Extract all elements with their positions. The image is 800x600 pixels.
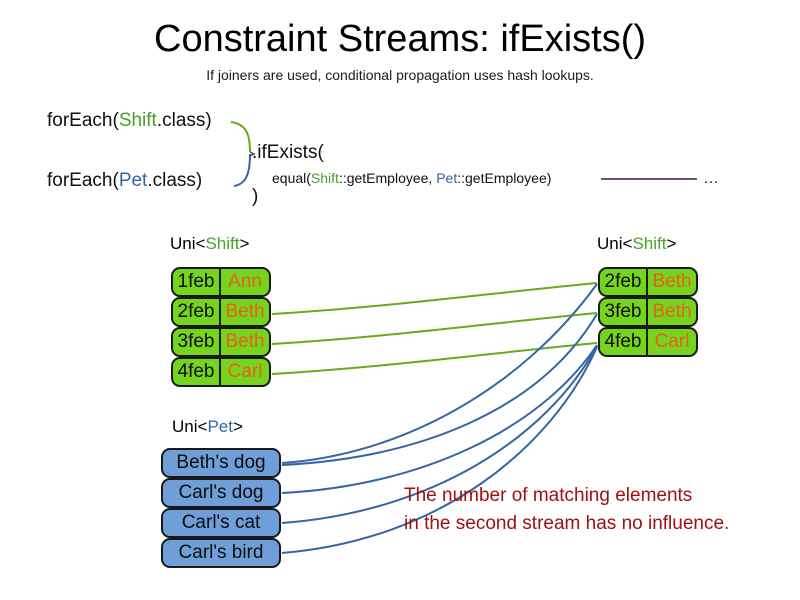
- code-equal-suffix: ::getEmployee): [457, 170, 552, 186]
- table-row[interactable]: 2feb Beth: [171, 297, 271, 327]
- shift-date: 4feb: [600, 329, 648, 355]
- uni-open-3: Uni<: [172, 417, 208, 436]
- code-equal-prefix: equal(: [272, 170, 311, 186]
- shift-date: 3feb: [600, 299, 648, 325]
- shift-employee: Carl: [654, 331, 690, 352]
- uni-open-2: Uni<: [597, 234, 633, 253]
- shift-date: 3feb: [173, 329, 221, 355]
- page-title: Constraint Streams: ifExists(): [154, 18, 646, 60]
- shift-employee: Ann: [228, 271, 262, 292]
- shift-date: 2feb: [173, 299, 221, 325]
- annotation-line-1: The number of matching elements: [404, 485, 693, 506]
- uni-close-2: >: [666, 234, 677, 253]
- uni-type-pet: Pet: [207, 417, 233, 436]
- code-line-foreach-pet: forEach(Pet.class): [47, 170, 202, 192]
- table-row[interactable]: 4feb Carl: [598, 327, 698, 357]
- code-foreach-prefix-1: forEach(: [47, 110, 119, 131]
- table-row[interactable]: 1feb Ann: [171, 267, 271, 297]
- stream-shift-right: 2feb Beth 3feb Beth 4feb Carl: [598, 267, 698, 357]
- shift-employee: Beth: [652, 301, 692, 322]
- list-item[interactable]: Carl's cat: [161, 508, 281, 538]
- code-foreach-suffix-1: .class): [156, 110, 212, 131]
- uni-close-3: >: [232, 417, 243, 436]
- label-uni-pet: Uni<Pet>: [172, 417, 243, 437]
- uni-open-1: Uni<: [170, 234, 206, 253]
- uni-close-1: >: [239, 234, 250, 253]
- code-equal-mid: ::getEmployee,: [338, 170, 437, 186]
- shift-date: 2feb: [600, 269, 648, 295]
- annotation-line-2: in the second stream has no influence.: [404, 512, 730, 534]
- shift-employee: Carl: [227, 361, 263, 382]
- list-item[interactable]: Beth's dog: [161, 448, 281, 478]
- uni-type-shift-right: Shift: [632, 234, 667, 253]
- label-uni-shift-left: Uni<Shift>: [170, 234, 249, 254]
- code-ifexists-call: .ifExists(: [252, 142, 324, 163]
- shift-date: 4feb: [173, 359, 221, 385]
- code-type-shift-1: Shift: [118, 110, 157, 131]
- shift-employee: Beth: [652, 271, 692, 292]
- table-row[interactable]: 4feb Carl: [171, 357, 271, 387]
- list-item[interactable]: Carl's dog: [161, 478, 281, 508]
- code-type-shift-2: Shift: [310, 170, 339, 186]
- code-equal-joiner: equal(Shift::getEmployee, Pet::getEmploy…: [272, 170, 551, 186]
- shift-date: 1feb: [173, 269, 221, 295]
- code-ellipsis: …: [703, 170, 719, 187]
- shift-employee: Beth: [225, 301, 265, 322]
- annotation-note: The number of matching elements in the s…: [404, 482, 729, 537]
- table-row[interactable]: 3feb Beth: [171, 327, 271, 357]
- code-type-pet-1: Pet: [118, 170, 148, 191]
- stream-pets: Beth's dog Carl's dog Carl's cat Carl's …: [161, 448, 281, 568]
- table-row[interactable]: 3feb Beth: [598, 297, 698, 327]
- page-subtitle: If joiners are used, conditional propaga…: [206, 67, 594, 83]
- shift-employee: Beth: [225, 331, 265, 352]
- code-type-pet-2: Pet: [436, 170, 458, 186]
- table-row[interactable]: 2feb Beth: [598, 267, 698, 297]
- list-item[interactable]: Carl's bird: [161, 538, 281, 568]
- code-line-foreach-shift: forEach(Shift.class): [47, 110, 212, 132]
- code-closing-paren: ): [252, 186, 259, 207]
- code-foreach-suffix-2: .class): [147, 170, 203, 191]
- label-uni-shift-right: Uni<Shift>: [597, 234, 676, 254]
- stream-shift-left: 1feb Ann 2feb Beth 3feb Beth 4feb Carl: [171, 267, 271, 387]
- uni-type-shift-left: Shift: [205, 234, 240, 253]
- code-foreach-prefix-2: forEach(: [47, 170, 119, 191]
